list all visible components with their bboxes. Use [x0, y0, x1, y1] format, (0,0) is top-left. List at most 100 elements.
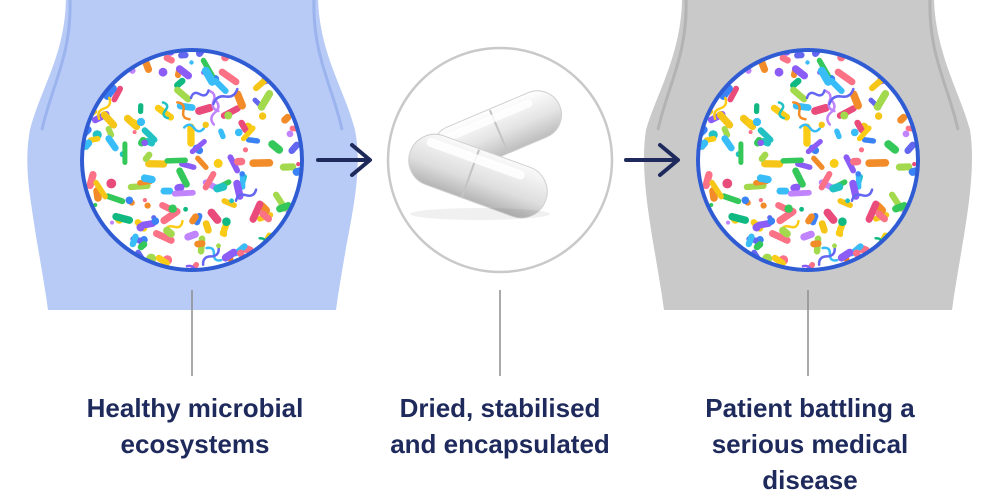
microbe-shape: [100, 111, 118, 129]
microbe-shape: [171, 189, 196, 197]
microbe-shape: [716, 111, 734, 129]
microbe-shape: [258, 112, 267, 120]
microbe-shape: [141, 127, 158, 143]
microbe-shape: [780, 157, 804, 164]
microbe-shape: [838, 217, 847, 226]
microbe-shape: [799, 206, 804, 212]
microbe-shape: [245, 137, 261, 144]
microbe-shape: [748, 130, 753, 135]
microbe-shape: [110, 220, 114, 225]
microbe-shape: [296, 162, 301, 167]
microbe-shape: [792, 101, 807, 121]
microbe-shape: [805, 213, 815, 225]
microbe-shape: [141, 139, 148, 147]
microbe-shape: [777, 101, 786, 120]
microbe-shape: [805, 139, 823, 155]
microbe-shape: [178, 51, 189, 59]
microbe-shape: [738, 141, 744, 165]
microbe-shape: [160, 187, 174, 195]
microbe-shape: [276, 202, 292, 213]
healthy-caption: Healthy microbial ecosystems: [40, 390, 350, 462]
microbe-shape: [112, 212, 134, 224]
microbe-shape: [129, 119, 138, 127]
microbe-shape: [753, 103, 760, 115]
microbe-shape: [811, 155, 825, 171]
microbe-shape: [805, 89, 826, 100]
microbe-shape: [122, 141, 128, 165]
capsule-circle: [386, 46, 614, 274]
microbe-shape: [202, 220, 212, 234]
microbe-shape: [195, 155, 209, 171]
microbe-shape: [175, 65, 193, 80]
microbe-shape: [795, 161, 813, 170]
microbe-shape: [709, 179, 724, 200]
microbe-shape: [129, 233, 139, 248]
microbe-shape: [210, 99, 220, 126]
microbe-shape: [202, 171, 217, 191]
microbe-shape: [286, 130, 294, 138]
caption-line: and encapsulated: [390, 429, 610, 459]
microbe-shape: [221, 248, 238, 262]
microbe-shape: [823, 208, 838, 224]
microbe-shape: [189, 213, 199, 225]
microbe-shape: [174, 183, 185, 192]
microbe-shape: [176, 101, 191, 121]
caption-line: serious medical: [711, 429, 909, 459]
microbe-shape: [895, 163, 913, 171]
microbe-shape: [854, 119, 865, 134]
microbe-shape: [776, 187, 790, 195]
microbe-shape: [818, 121, 825, 128]
microbe-shape: [187, 123, 195, 147]
microbe-shape: [873, 90, 890, 111]
microbe-shape: [721, 125, 731, 138]
microbe-shape: [97, 96, 112, 121]
microbe-shape: [179, 161, 197, 170]
microbe-shape: [234, 157, 246, 166]
microbe-shape: [249, 200, 264, 223]
microbe-shape: [768, 230, 791, 244]
microbe-shape: [850, 128, 859, 137]
microbe-shape: [238, 119, 249, 134]
microbe-shape: [720, 193, 742, 205]
microbe-shape: [105, 125, 115, 138]
microbe-shape: [828, 87, 855, 106]
microbe-shape: [137, 103, 144, 115]
microbe-shape: [212, 78, 229, 95]
microbe-shape: [874, 112, 883, 120]
microbe-shape: [810, 240, 822, 248]
microbe-shape: [239, 171, 245, 177]
microbe-shape: [912, 162, 917, 167]
microbe-shape: [760, 202, 767, 209]
microbe-shape: [194, 240, 206, 248]
microbe-shape: [151, 217, 160, 225]
microbe-shape: [93, 179, 108, 200]
microbe-shape: [787, 189, 812, 197]
microbe-shape: [832, 243, 837, 249]
microbe-shape: [897, 113, 908, 124]
microbe-shape: [234, 188, 258, 203]
arrow-right-icon: [316, 143, 372, 177]
microbe-shape: [829, 182, 844, 193]
microbe-shape: [794, 51, 805, 59]
microbe-shape: [152, 230, 175, 244]
microbe-shape: [158, 67, 168, 77]
microbe-shape: [865, 159, 890, 167]
microbe-shape: [834, 68, 856, 86]
microbe-shape: [837, 198, 853, 209]
microbe-shape: [104, 193, 126, 205]
microbe-shape: [184, 230, 199, 241]
microbe-shape: [229, 198, 235, 204]
microbe-shape: [811, 103, 830, 115]
microbe-shape: [140, 174, 156, 184]
microbe-shape: [798, 123, 822, 133]
microbe-shape: [790, 86, 808, 103]
microbe-shape: [221, 198, 237, 209]
microbe-shape: [818, 171, 833, 191]
microbe-shape: [753, 241, 764, 251]
microbe-shape: [757, 127, 774, 143]
microbe-shape: [828, 78, 845, 95]
microbe-shape: [205, 246, 223, 262]
microbe-shape: [168, 204, 177, 213]
microbe-shape: [761, 160, 784, 168]
